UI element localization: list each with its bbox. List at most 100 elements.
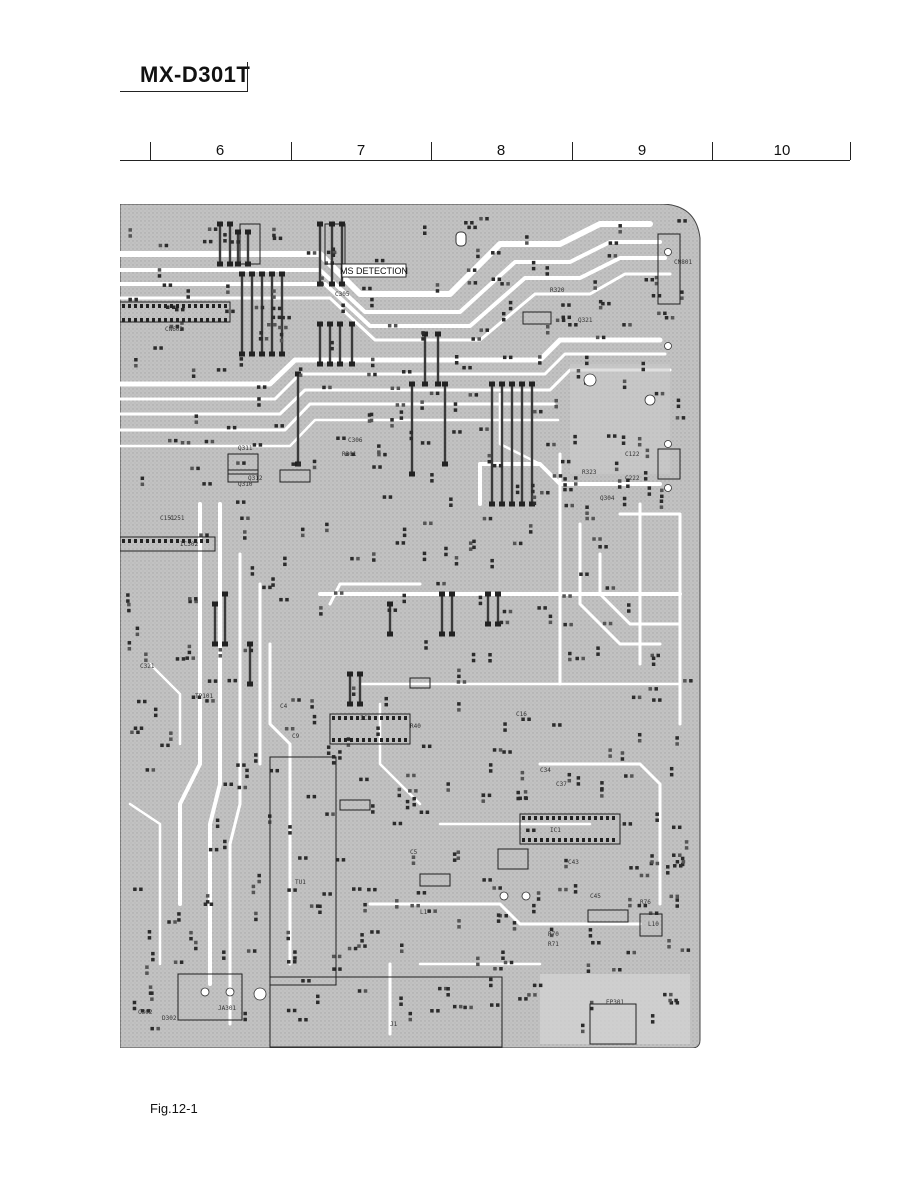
smd-component — [659, 499, 664, 509]
smd-component — [288, 825, 292, 835]
component-ref-label: IC2 — [360, 715, 371, 722]
solder-pad — [347, 671, 353, 677]
smd-component — [283, 556, 287, 567]
smd-component — [153, 346, 163, 350]
smd-component — [648, 687, 658, 691]
ic-pin — [146, 304, 149, 308]
smd-component — [199, 533, 209, 537]
jumper-wire — [296, 374, 300, 464]
smd-component — [493, 966, 503, 971]
ic-pin — [570, 838, 573, 842]
ic-pin — [386, 738, 389, 742]
smd-component — [180, 321, 184, 331]
solder-pad — [227, 221, 233, 227]
component-ref-label: TU1 — [295, 879, 306, 886]
jumper-wire — [246, 232, 250, 264]
smd-component — [491, 277, 502, 282]
jumper-wire — [450, 594, 454, 634]
smd-component — [531, 260, 536, 271]
jumper-wire — [248, 644, 252, 684]
smd-component — [399, 996, 403, 1006]
smd-component — [254, 911, 258, 922]
ic-pin — [224, 304, 227, 308]
jumper-wire — [440, 594, 444, 634]
smd-component — [456, 850, 461, 860]
smd-component — [194, 940, 198, 951]
smd-component — [204, 439, 215, 444]
smd-component — [554, 398, 558, 409]
smd-component — [540, 490, 550, 495]
smd-component — [563, 622, 573, 627]
solder-pad — [387, 601, 393, 607]
jumper-wire — [443, 384, 447, 464]
smd-component — [236, 461, 246, 465]
solder-pad — [269, 351, 275, 357]
ic-pin — [170, 318, 173, 322]
smd-component — [350, 556, 360, 561]
smd-component — [175, 657, 186, 661]
smd-component — [600, 781, 604, 791]
ic-pin — [374, 738, 377, 742]
smd-component — [675, 736, 679, 746]
smd-component — [422, 225, 427, 235]
ic-pin — [338, 738, 341, 742]
ic-pin — [576, 838, 579, 842]
cn603-label: CN603 — [165, 326, 183, 333]
smd-component — [367, 372, 377, 377]
smd-component — [401, 370, 412, 374]
ic-pin — [188, 304, 191, 308]
jack-ja301-outline — [177, 973, 243, 1021]
component-ref-label: R320 — [550, 287, 565, 294]
smd-component — [326, 745, 331, 755]
smd-component — [286, 1008, 297, 1013]
smd-component — [150, 991, 154, 1001]
jumper-wire — [520, 384, 524, 504]
jumper-wire — [510, 384, 514, 504]
ic-pin — [332, 716, 335, 720]
ic-pin — [218, 318, 221, 322]
jumper-wire — [486, 594, 490, 624]
ic-pin — [528, 816, 531, 820]
ruler-tick — [150, 142, 151, 160]
smd-component — [675, 898, 679, 908]
q312-outline — [227, 469, 259, 483]
solder-pad — [435, 331, 441, 337]
smd-component — [402, 527, 407, 538]
smd-component — [312, 714, 317, 725]
component-ref-label: R301 — [342, 451, 357, 458]
solder-pad — [409, 381, 415, 387]
q303-outline — [324, 223, 346, 265]
jumper-wire — [260, 274, 264, 354]
smd-component — [272, 227, 276, 238]
ruler-baseline — [120, 160, 850, 161]
smd-component — [598, 299, 603, 310]
jack-ep301-outline — [589, 1003, 637, 1045]
solder-pad — [317, 281, 323, 287]
smd-component — [135, 626, 140, 637]
smd-component — [452, 852, 457, 862]
tuner-outline — [269, 756, 337, 986]
ic-pin — [170, 539, 173, 543]
smd-component — [645, 448, 650, 459]
smd-component — [412, 796, 416, 807]
q310-outline — [227, 453, 259, 475]
solder-pad — [245, 229, 251, 235]
smd-component — [372, 465, 382, 469]
component-ref-label: R323 — [582, 469, 597, 476]
smd-component — [384, 696, 388, 707]
smd-component — [279, 597, 289, 602]
ic-pin — [398, 738, 401, 742]
smd-component — [622, 323, 632, 327]
ic-pin — [570, 816, 573, 820]
smd-component — [669, 894, 680, 899]
ic-pin — [200, 318, 203, 322]
solder-pad — [422, 381, 428, 387]
smd-component — [235, 500, 246, 504]
component-ref-label: IC302 — [180, 541, 198, 548]
smd-component — [359, 777, 369, 782]
ic-pin — [546, 816, 549, 820]
ic-pin — [546, 838, 549, 842]
smd-component — [532, 903, 536, 914]
smd-component — [332, 967, 342, 971]
smd-component — [376, 726, 380, 736]
